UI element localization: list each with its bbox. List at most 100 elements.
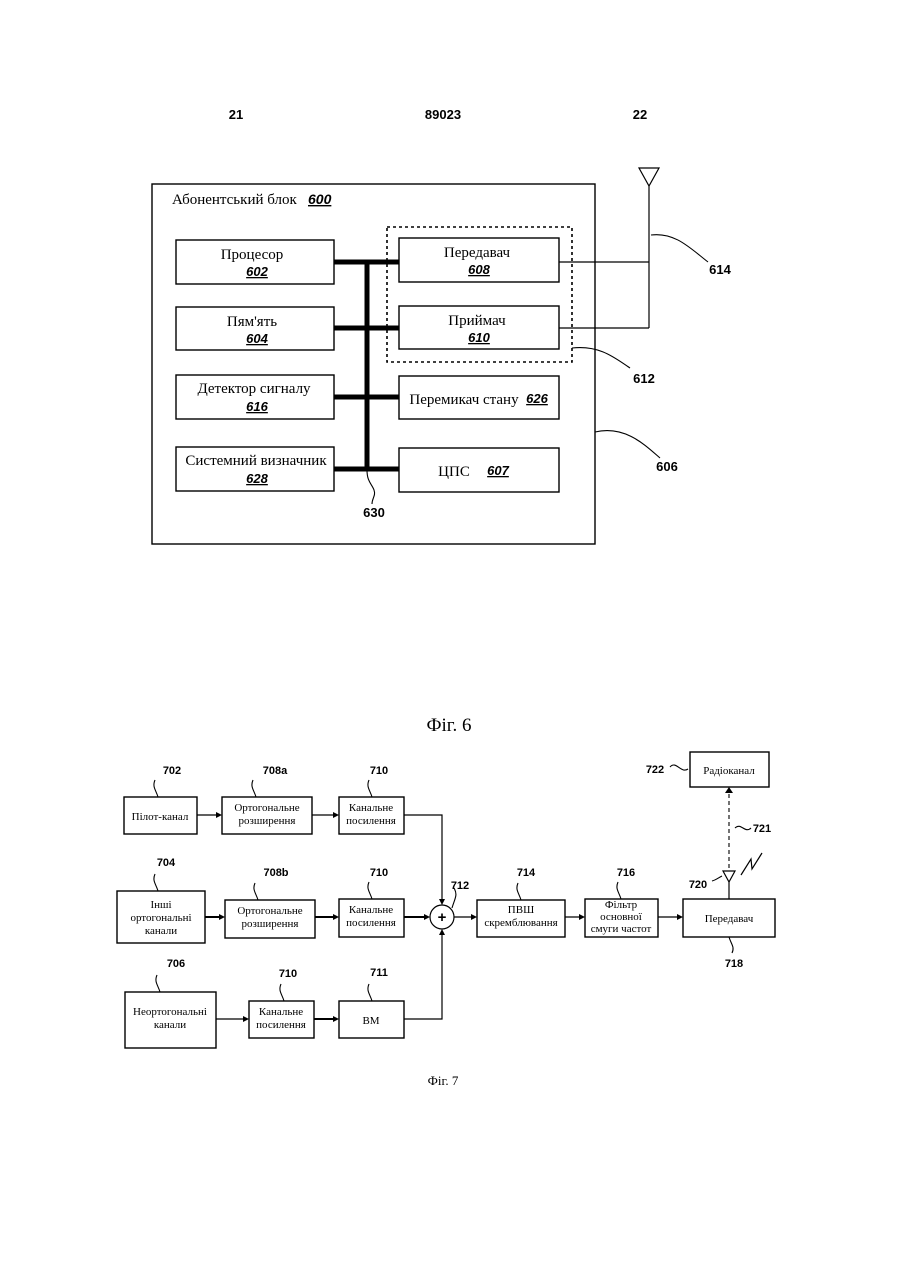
unit-title: Абонентський блок — [172, 192, 297, 208]
transmitter-fig7-label: Передавач — [705, 913, 754, 925]
orthogonal-spreading-b-line1: Ортогональне — [237, 905, 302, 917]
tx-leader — [729, 937, 733, 953]
system-determiner-label: Системний визначник — [185, 453, 327, 469]
summer-ref: 712 — [451, 880, 469, 892]
pilot-leader — [154, 780, 158, 797]
transceiver-callout: 612 — [633, 371, 655, 386]
page-number-right: 22 — [633, 107, 647, 122]
figure-6: Абонентський блок 600 Процесор 602 Пям'я… — [152, 168, 732, 736]
channel-gain-3-line1: Канальне — [259, 1006, 303, 1018]
others-leader — [154, 874, 158, 891]
orthogonal-spreading-a-block: Ортогональне розширення — [222, 797, 312, 834]
orth-b-leader — [254, 883, 258, 900]
pn-scrambling-ref: 714 — [517, 867, 536, 879]
channel-gain-3-block: Канальне посилення — [249, 1001, 314, 1038]
link-leader — [735, 826, 751, 829]
bm-label: ВМ — [362, 1015, 379, 1027]
baseband-filter-line3: смуги частот — [591, 923, 652, 935]
bus-callout: 630 — [363, 505, 385, 520]
non-orthogonal-line2: канали — [154, 1019, 186, 1031]
orthogonal-spreading-b-line2: розширення — [242, 918, 299, 930]
pilot-channel-label: Пілот-канал — [132, 811, 189, 823]
signal-detector-ref: 616 — [246, 399, 268, 414]
channel-gain-2-block: Канальне посилення — [339, 899, 404, 937]
figure-7: Пілот-канал 702 Ортогональне розширення … — [117, 752, 775, 1088]
summer-symbol: + — [438, 909, 447, 926]
baseband-filter-line2: основної — [600, 911, 643, 923]
radio-channel-block: Радіоканал — [690, 752, 769, 787]
bm-ref: 711 — [370, 967, 388, 979]
channel-gain-1-line2: посилення — [346, 815, 396, 827]
other-channels-line2: ортогональні — [130, 912, 191, 924]
gain-3-leader — [280, 984, 284, 1001]
processor-label: Процесор — [221, 247, 284, 263]
unit-leader — [595, 431, 660, 458]
channel-gain-1-ref: 710 — [370, 765, 388, 777]
summer: + — [430, 905, 454, 929]
baseband-filter-line1: Фільтр — [605, 899, 638, 911]
radio-link-arrowhead — [725, 787, 733, 793]
orthogonal-spreading-a-line2: розширення — [239, 815, 296, 827]
channel-gain-2-ref: 710 — [370, 867, 388, 879]
filter-leader — [617, 882, 621, 899]
baseband-filter-block: Фільтр основної смуги частот — [585, 899, 658, 937]
unit-ref: 600 — [308, 191, 332, 207]
state-switch-block: Перемикач стану 626 — [399, 376, 559, 419]
dsp-block: ЦПС 607 — [399, 448, 559, 492]
dsp-label: ЦПС — [438, 464, 470, 480]
signal-detector-block: Детектор сигналу 616 — [176, 375, 334, 419]
antenna-fig7-ref: 720 — [689, 879, 707, 891]
non-orthogonal-ref: 706 — [167, 958, 185, 970]
other-orthogonal-channels-block: Інші ортогональні канали — [117, 891, 205, 943]
channel-gain-1-block: Канальне посилення — [339, 797, 404, 834]
baseband-filter-ref: 716 — [617, 867, 635, 879]
gain-2-leader — [368, 882, 372, 899]
channel-gain-2-line1: Канальне — [349, 904, 393, 916]
pilot-channel-block: Пілот-канал — [124, 797, 197, 834]
receiver-ref: 610 — [468, 330, 490, 345]
transmitter-fig7-ref: 718 — [725, 958, 743, 970]
pn-scrambling-line2: скремблювання — [484, 917, 557, 929]
pilot-ref: 702 — [163, 765, 181, 777]
nonorth-leader — [156, 975, 160, 992]
receiver-block: Приймач 610 — [399, 306, 559, 349]
processor-ref: 602 — [246, 264, 268, 279]
non-orthogonal-line1: Неортогональні — [133, 1006, 207, 1018]
radio-wave-icon — [741, 853, 762, 875]
memory-label: Пям'ять — [227, 314, 277, 330]
transmitter-label: Передавач — [444, 245, 511, 261]
bm-block: ВМ — [339, 1001, 404, 1038]
memory-ref: 604 — [246, 331, 268, 346]
orthogonal-spreading-b-block: Ортогональне розширення — [225, 900, 315, 938]
memory-block: Пям'ять 604 — [176, 307, 334, 350]
radio-leader — [670, 765, 688, 770]
processor-block: Процесор 602 — [176, 240, 334, 284]
orthogonal-spreading-a-line1: Ортогональне — [234, 802, 299, 814]
radio-channel-ref: 722 — [646, 764, 664, 776]
non-orthogonal-channels-block: Неортогональні канали — [125, 992, 216, 1048]
system-determiner-block: Системний визначник 628 — [176, 447, 334, 491]
state-switch-ref: 626 — [526, 391, 548, 406]
other-channels-line3: канали — [145, 925, 177, 937]
receiver-label: Приймач — [448, 313, 506, 329]
gain-1-leader — [368, 780, 372, 797]
orthogonal-spreading-a-ref: 708a — [263, 765, 288, 777]
bm-leader — [368, 984, 372, 1001]
pn-scrambling-line1: ПВШ — [508, 904, 534, 916]
radio-channel-label: Радіоканал — [703, 765, 755, 777]
transmitter-ref: 608 — [468, 262, 490, 277]
signal-detector-label: Детектор сигналу — [197, 381, 311, 397]
antenna-fig7-leader — [712, 876, 722, 881]
unit-callout: 606 — [656, 459, 678, 474]
other-channels-ref: 704 — [157, 857, 176, 869]
dsp-ref: 607 — [487, 463, 509, 478]
pn-leader — [517, 883, 521, 900]
page-number-left: 21 — [229, 107, 243, 122]
channel-gain-3-line2: посилення — [256, 1019, 306, 1031]
patent-number: 89023 — [425, 107, 461, 122]
antenna-callout: 614 — [709, 262, 731, 277]
transmitter-block: Передавач 608 — [399, 238, 559, 282]
channel-gain-2-line2: посилення — [346, 917, 396, 929]
other-channels-line1: Інші — [150, 899, 171, 911]
